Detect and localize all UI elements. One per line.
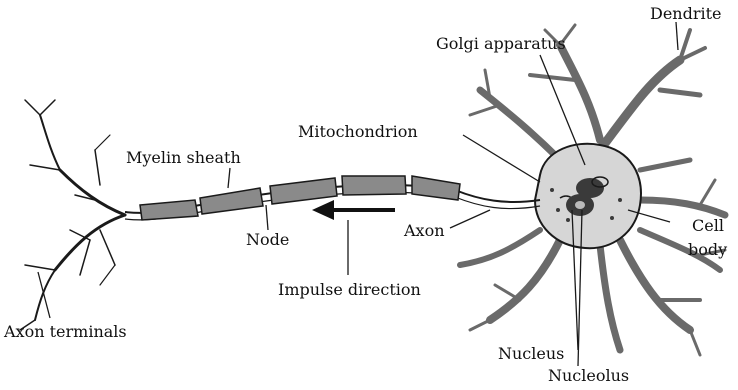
label-axon: Axon bbox=[404, 223, 445, 239]
label-golgi-apparatus: Golgi apparatus bbox=[436, 36, 566, 52]
label-nucleolus: Nucleolus bbox=[548, 368, 629, 384]
label-axon-terminals: Axon terminals bbox=[4, 324, 127, 340]
label-myelin-sheath: Myelin sheath bbox=[126, 150, 241, 166]
label-impulse-direction: Impulse direction bbox=[278, 282, 421, 298]
label-nucleus: Nucleus bbox=[498, 346, 564, 362]
myelin-sheath bbox=[140, 176, 460, 220]
arrow-left-icon bbox=[312, 200, 395, 220]
label-cell-body-line2: body bbox=[688, 242, 727, 258]
label-dendrite: Dendrite bbox=[650, 6, 722, 22]
nucleus bbox=[566, 194, 594, 216]
label-mitochondrion: Mitochondrion bbox=[298, 124, 418, 140]
axon-terminals bbox=[20, 100, 125, 330]
label-cell-body-line1: Cell bbox=[692, 218, 724, 234]
label-node: Node bbox=[246, 232, 289, 248]
